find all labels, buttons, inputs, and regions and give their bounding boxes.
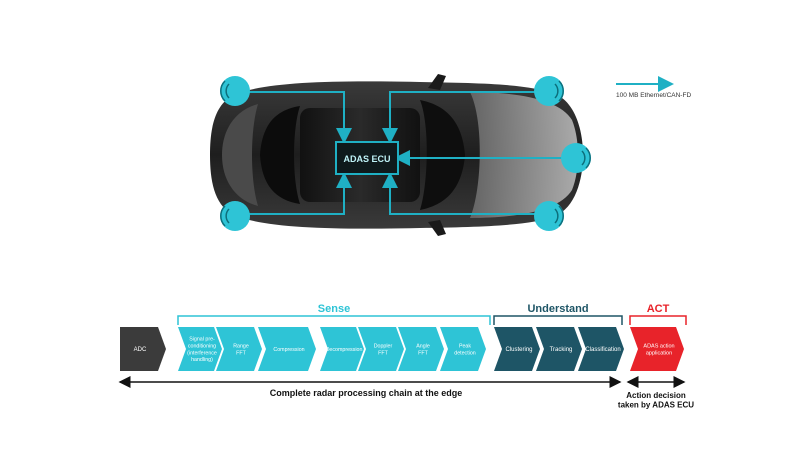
group-act-title: ACT <box>647 303 670 315</box>
radar-sensor-icon <box>534 201 564 231</box>
stage-understand-2-label: Tracking <box>550 347 573 353</box>
adas-ecu-box: ADAS ECU <box>335 141 399 175</box>
group-sense-title: Sense <box>318 303 350 315</box>
stage-understand-1 <box>494 327 540 371</box>
stage-sense-7 <box>440 327 486 371</box>
stage-understand-3-label: Classification <box>585 347 620 353</box>
radar-sensor-icon <box>220 201 250 231</box>
stage-sense-4 <box>320 327 364 371</box>
link-rear-top <box>246 91 352 144</box>
stage-sense-6 <box>398 327 444 371</box>
legend-label: 100 MB Ethernet/CAN-FD <box>616 92 691 99</box>
link-front-bottom <box>382 172 538 215</box>
group-understand: Understand <box>493 303 623 325</box>
stage-sense-3 <box>258 327 316 371</box>
group-act: ACT <box>629 303 687 325</box>
stage-sense-5 <box>358 327 404 371</box>
radar-sensor-icon <box>534 76 564 106</box>
connection-lines <box>246 91 566 215</box>
car-rear-window <box>260 106 300 204</box>
stage-sense-2 <box>216 327 262 371</box>
adas-ecu-label: ADAS ECU <box>343 154 390 164</box>
stage-adc <box>120 327 166 371</box>
car-mirror-bottom <box>428 220 446 236</box>
chain-extent-label: Complete radar processing chain at the e… <box>270 388 463 398</box>
stage-adc-label: ADC <box>134 347 147 353</box>
group-sense: Sense <box>177 303 491 325</box>
car-hood <box>470 92 578 218</box>
radar-sensor-icon <box>561 143 591 173</box>
stage-act-1 <box>630 327 684 371</box>
radar-sensors <box>220 76 591 231</box>
car-trunk <box>222 104 258 206</box>
stage-understand-2 <box>536 327 582 371</box>
stage-sense-4-label: Decompression <box>326 347 363 353</box>
car-mirror-top <box>428 74 446 90</box>
link-rear-bottom <box>246 172 352 215</box>
group-understand-title: Understand <box>527 303 588 315</box>
car-windshield <box>420 100 465 210</box>
legend: 100 MB Ethernet/CAN-FD <box>616 76 691 99</box>
bottom-annotations: Complete radar processing chain at the e… <box>118 376 694 410</box>
stage-sense-1 <box>178 327 222 371</box>
link-front-top <box>382 91 538 144</box>
stage-understand-3 <box>578 327 624 371</box>
stage-sense-3-label: Compression <box>273 347 304 353</box>
stage-understand-1-label: Clustering <box>505 347 532 353</box>
radar-sensor-icon <box>220 76 250 106</box>
